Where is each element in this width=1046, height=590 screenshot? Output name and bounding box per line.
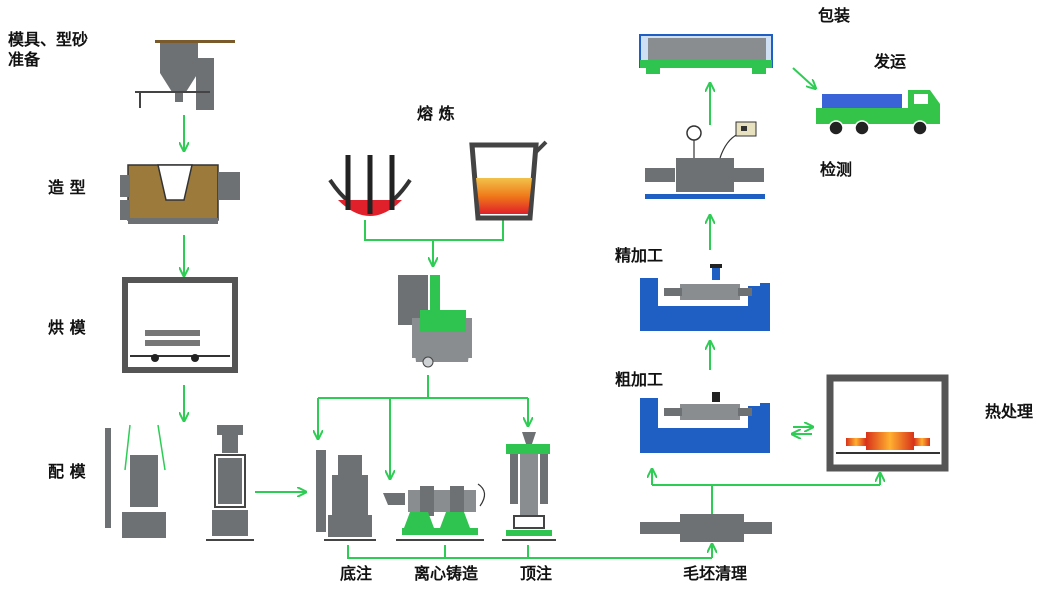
centrifugal-machine [383, 483, 486, 541]
arrow-packaging-to-shipping [792, 67, 815, 88]
packaging-crate [639, 34, 773, 74]
heat-treatment-furnace [826, 374, 949, 472]
label-inspection: 检测 [820, 160, 853, 179]
label-rough-machining: 粗加工 [615, 370, 664, 389]
label-drying: 烘 模 [48, 318, 86, 337]
shipping-truck [816, 90, 940, 136]
melting-furnace-arc [328, 155, 412, 216]
mold-prep-machine [135, 40, 235, 110]
bottom-pour-mold [316, 450, 376, 541]
label-top-pour: 顶注 [520, 564, 553, 583]
label-heat-treatment: 热处理 [985, 402, 1034, 421]
inspection-station [645, 121, 765, 199]
label-melting: 熔 炼 [417, 104, 455, 123]
rough-lathe [640, 392, 770, 453]
arrow-castings-to-cleaning [347, 545, 712, 559]
melting-ladle [469, 140, 548, 221]
finish-lathe [640, 264, 770, 331]
molding-flask [120, 164, 240, 224]
label-packaging: 包装 [818, 6, 851, 25]
pouring-ladle [398, 275, 472, 368]
top-pour-mold [502, 432, 556, 541]
flow-arrows [184, 67, 880, 559]
label-mold-prep: 模具、型砂准备 [8, 30, 89, 69]
label-bottom-pour: 底注 [340, 564, 373, 583]
label-finish-machining: 精加工 [615, 246, 664, 265]
assembly-molds [105, 424, 254, 541]
arrow-ladle-distribution [318, 375, 528, 399]
blank-roll [640, 514, 772, 542]
drying-oven [122, 277, 238, 373]
label-centrifugal: 离心铸造 [414, 564, 479, 583]
label-molding: 造 型 [48, 178, 86, 197]
label-shipping: 发运 [874, 52, 907, 71]
label-assembly: 配 模 [48, 462, 86, 481]
label-blank-cleaning: 毛坯清理 [683, 564, 748, 583]
